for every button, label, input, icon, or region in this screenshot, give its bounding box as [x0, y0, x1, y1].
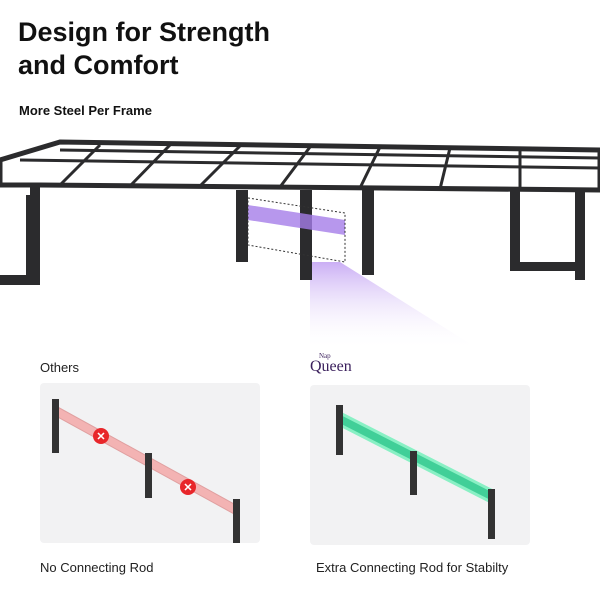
- title-line-1: Design for Strength: [18, 17, 271, 47]
- svg-text:✕: ✕: [96, 431, 105, 443]
- connecting-rod-highlight: [248, 205, 345, 235]
- svg-text:✕: ✕: [183, 482, 192, 494]
- nap-queen-panel: [310, 385, 530, 545]
- subheading: More Steel Per Frame: [19, 103, 152, 118]
- bed-top: [0, 139, 600, 193]
- title-line-2: and Comfort: [18, 50, 179, 80]
- red-x-icon: [93, 428, 109, 444]
- others-label: Others: [40, 360, 80, 375]
- no-connecting-rod-caption: No Connecting Rod: [40, 560, 154, 575]
- purple-light-beam: [310, 262, 480, 350]
- extra-connecting-rod-caption: Extra Connecting Rod for Stabilty: [316, 560, 509, 575]
- red-x-icon: [180, 479, 196, 495]
- others-panel: ✕ ✕: [40, 383, 260, 543]
- legs: [0, 185, 585, 285]
